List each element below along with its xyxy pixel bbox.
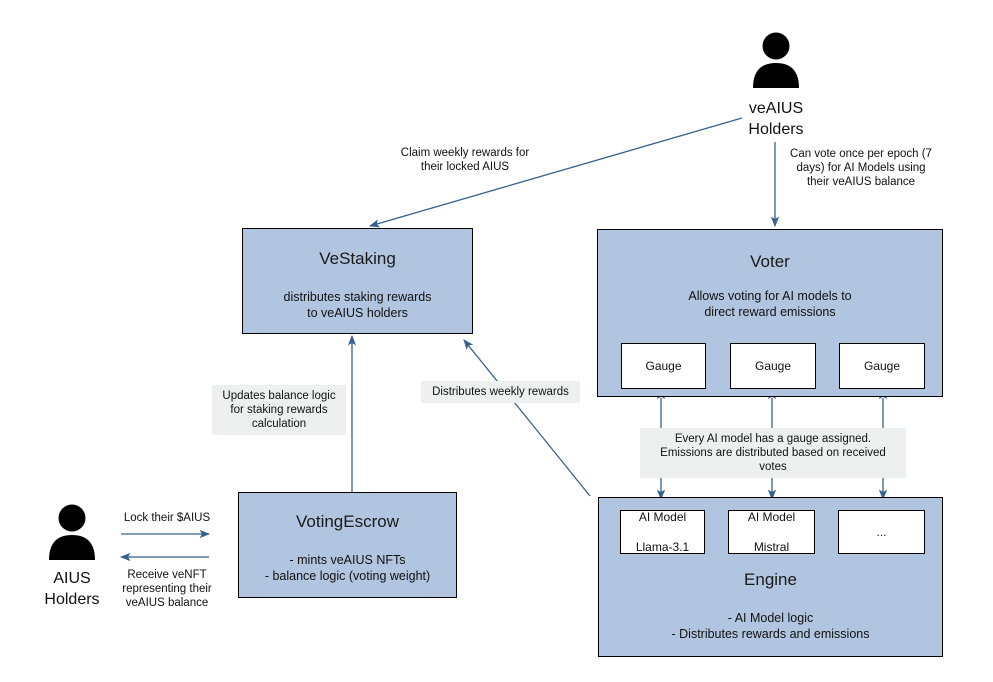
voter-title: Voter — [750, 252, 790, 271]
arrow-distributes-weekly — [463, 339, 591, 497]
veaius-holders-label: veAIUS Holders — [706, 98, 846, 140]
votingescrow-desc-line2: - balance logic (voting weight) — [264, 569, 431, 583]
edge-label-lock-aius: Lock their $AIUS — [117, 511, 217, 525]
vestaking-desc-line1: distributes staking rewards — [283, 290, 432, 304]
gauge-box-1[interactable]: Gauge — [621, 343, 706, 389]
aius-holders-label: AIUS Holders — [2, 568, 142, 610]
can-vote-line1: Can vote once per epoch (7 — [790, 148, 932, 160]
aius-holders-person-icon — [49, 504, 95, 560]
gauge-box-1-label: Gauge — [645, 358, 682, 373]
claim-rewards-line1: Claim weekly rewards for — [400, 147, 530, 159]
veaius-holders-line1: veAIUS — [748, 100, 804, 117]
distributes-weekly-line1: Distributes weekly rewards — [432, 386, 569, 398]
voter-desc-line2: direct reward emissions — [704, 305, 836, 319]
ai-model-box-1-line2: Llama-3.1 — [635, 539, 690, 554]
edge-label-gauge-assignment: Every AI model has a gauge assigned. Emi… — [640, 428, 906, 478]
node-votingescrow[interactable]: VotingEscrow - mints veAIUS NFTs - balan… — [238, 492, 457, 598]
gauge-assignment-line2: Emissions are distributed based on recei… — [660, 447, 886, 473]
receive-venft-line2: representing their — [122, 583, 212, 595]
ai-model-box-2-text: AI Model Mistral — [748, 510, 795, 555]
aius-holders-line2: Holders — [44, 591, 100, 608]
updates-balance-line1: Updates balance logic — [222, 390, 336, 402]
gauge-box-3[interactable]: Gauge — [839, 343, 925, 389]
gauge-box-2[interactable]: Gauge — [730, 343, 816, 389]
vestaking-title: VeStaking — [319, 249, 396, 268]
ai-model-box-2-line1: AI Model — [747, 509, 796, 524]
ai-model-box-1-line1: AI Model — [638, 509, 687, 524]
edge-label-receive-venft: Receive veNFT representing their veAIUS … — [118, 568, 216, 610]
votingescrow-desc: - mints veAIUS NFTs - balance logic (vot… — [239, 552, 456, 584]
veaius-holders-line2: Holders — [748, 121, 804, 138]
votingescrow-desc-line1: - mints veAIUS NFTs — [289, 553, 406, 567]
receive-venft-line3: veAIUS balance — [125, 597, 209, 609]
lock-aius-line1: Lock their $AIUS — [123, 512, 211, 524]
vestaking-desc-line2: to veAIUS holders — [307, 306, 408, 320]
node-vestaking[interactable]: VeStaking distributes staking rewards to… — [242, 228, 473, 334]
ai-model-box-2[interactable]: AI Model Mistral — [728, 510, 815, 554]
veaius-holders-person-icon — [753, 32, 799, 88]
voter-desc-line1: Allows voting for AI models to — [688, 289, 852, 303]
vestaking-desc: distributes staking rewards to veAIUS ho… — [243, 289, 472, 321]
receive-venft-line1: Receive veNFT — [127, 569, 207, 581]
updates-balance-line3: calculation — [251, 418, 307, 430]
aius-holders-line1: AIUS — [53, 570, 91, 587]
engine-desc-line2: - Distributes rewards and emissions — [671, 627, 870, 641]
gauge-box-2-label: Gauge — [754, 358, 792, 373]
updates-balance-line2: for staking rewards — [230, 404, 328, 416]
engine-desc-line1: - AI Model logic — [727, 611, 814, 625]
can-vote-line3: their veAIUS balance — [806, 176, 916, 188]
ai-model-box-3-line1: ... — [876, 524, 887, 539]
votingescrow-title: VotingEscrow — [296, 512, 399, 531]
claim-rewards-line2: their locked AIUS — [420, 161, 510, 173]
can-vote-line2: days) for AI Models using — [796, 162, 926, 174]
gauge-assignment-line1: Every AI model has a gauge assigned. — [674, 433, 872, 445]
edge-label-updates-balance: Updates balance logic for staking reward… — [212, 385, 346, 435]
ai-model-box-2-line2: Mistral — [753, 539, 790, 554]
edge-label-can-vote: Can vote once per epoch (7 days) for AI … — [785, 147, 937, 189]
edge-label-claim-rewards: Claim weekly rewards for their locked AI… — [380, 146, 550, 174]
ai-model-box-1[interactable]: AI Model Llama-3.1 — [620, 510, 705, 554]
edge-label-distributes-weekly: Distributes weekly rewards — [421, 381, 580, 403]
engine-title: Engine — [744, 570, 797, 589]
voter-desc: Allows voting for AI models to direct re… — [598, 288, 942, 320]
gauge-box-3-label: Gauge — [863, 358, 901, 373]
ai-model-box-1-text: AI Model Llama-3.1 — [636, 510, 689, 555]
engine-desc: - AI Model logic - Distributes rewards a… — [599, 610, 942, 642]
ai-model-box-3[interactable]: ... — [838, 510, 925, 554]
